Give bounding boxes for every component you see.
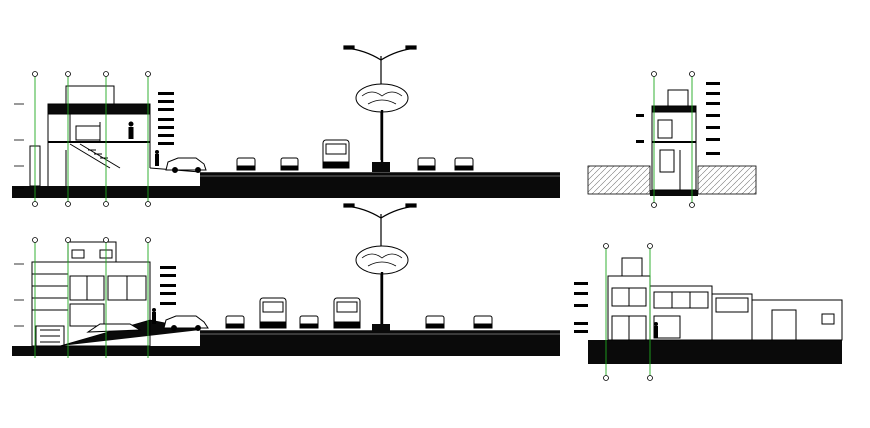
road-surface bbox=[200, 330, 560, 346]
car-icon bbox=[163, 315, 209, 331]
car-icon bbox=[280, 157, 299, 171]
grid-lines bbox=[34, 74, 149, 202]
car-icon bbox=[425, 315, 445, 329]
ground-slab bbox=[588, 340, 842, 364]
building-elevation-b bbox=[31, 241, 151, 347]
person-icon bbox=[152, 308, 156, 324]
annotation-tags bbox=[160, 266, 176, 305]
ground-slab bbox=[12, 186, 560, 198]
building-section bbox=[587, 71, 757, 208]
grid-lines bbox=[34, 240, 149, 358]
grid-lines bbox=[605, 246, 651, 376]
tree-icon bbox=[355, 245, 409, 324]
annotation-tags bbox=[158, 92, 174, 145]
bus-icon bbox=[259, 297, 287, 329]
front-elevation bbox=[574, 243, 843, 381]
grid-markers bbox=[32, 71, 151, 207]
car-icon bbox=[236, 157, 256, 171]
car-icon bbox=[417, 157, 436, 171]
soil-hatch-right bbox=[697, 165, 757, 195]
ground-slab bbox=[12, 346, 560, 356]
building-section-a bbox=[29, 85, 151, 187]
annotation-tags bbox=[636, 82, 720, 155]
car-icon bbox=[473, 315, 493, 329]
level-marks bbox=[14, 263, 24, 327]
car-icon bbox=[299, 315, 319, 329]
level-marks bbox=[14, 103, 24, 189]
bus-icon bbox=[333, 297, 361, 329]
person-icon bbox=[654, 322, 658, 338]
car-icon bbox=[165, 157, 207, 173]
soil-hatch-left bbox=[587, 165, 651, 195]
annotation-tags bbox=[574, 282, 588, 333]
person-icon bbox=[128, 121, 134, 139]
car-icon bbox=[225, 315, 245, 329]
car-icon bbox=[454, 157, 474, 171]
grid-lines bbox=[653, 74, 693, 204]
section-b bbox=[12, 203, 560, 358]
road-surface bbox=[200, 172, 560, 186]
person-icon bbox=[155, 150, 159, 166]
tree-icon bbox=[355, 83, 409, 162]
section-a bbox=[12, 45, 560, 207]
bus-icon bbox=[322, 139, 350, 169]
